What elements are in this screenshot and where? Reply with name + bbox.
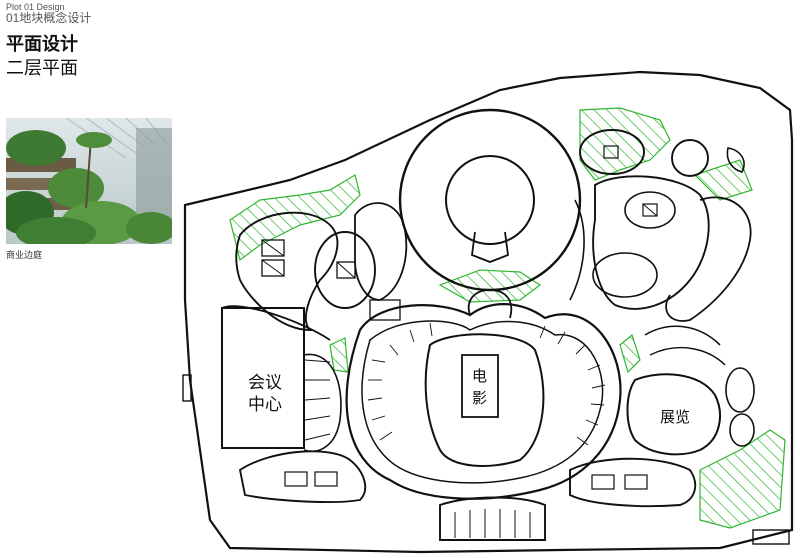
page-title: 平面设计 bbox=[6, 34, 78, 54]
exhibition-block bbox=[626, 373, 721, 456]
central-rotunda bbox=[398, 108, 582, 292]
green-zone-southeast bbox=[699, 429, 786, 529]
retail-pod-oval-ne1 bbox=[579, 129, 645, 175]
green-zone-mid-right bbox=[619, 333, 641, 374]
plot-label: Plot 01 Design bbox=[6, 2, 65, 12]
retail-pod-nw bbox=[235, 211, 339, 331]
cinema-label-line1: 电 bbox=[472, 367, 487, 385]
green-zone-mid-left bbox=[329, 337, 349, 373]
retail-pod-ne bbox=[592, 175, 710, 310]
conference-label-line1: 会议 bbox=[248, 373, 282, 393]
retail-pod-circle bbox=[671, 139, 709, 177]
green-zone-northeast bbox=[579, 107, 671, 181]
site-boundary bbox=[183, 70, 794, 554]
conference-label-line2: 中心 bbox=[248, 395, 282, 415]
exhibition-label: 展览 bbox=[660, 408, 690, 426]
green-zone-northwest bbox=[229, 174, 361, 262]
retail-pod-sw bbox=[238, 450, 367, 504]
atrium-photo bbox=[6, 118, 172, 244]
retail-pod-oval-nw bbox=[314, 231, 376, 309]
photo-caption: 商业边庭 bbox=[6, 250, 43, 260]
green-zone-north-center bbox=[438, 269, 542, 303]
floor-plan-sketch: 会议 中心 电 影 展览 bbox=[182, 70, 794, 554]
plot-subtitle: 01地块概念设计 bbox=[6, 11, 92, 25]
cinema-label-line2: 影 bbox=[472, 389, 487, 407]
cinema-label-box bbox=[461, 354, 499, 418]
retail-pod-se bbox=[569, 457, 697, 508]
floor-title: 二层平面 bbox=[6, 58, 78, 78]
